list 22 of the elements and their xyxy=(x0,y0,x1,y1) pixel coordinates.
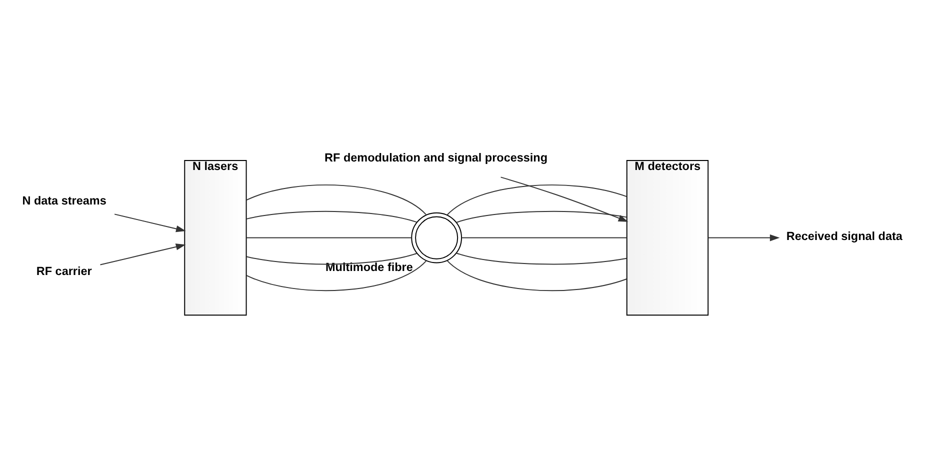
connector xyxy=(246,252,418,264)
connector xyxy=(461,236,628,238)
node-picture xyxy=(411,212,462,263)
connector xyxy=(456,252,628,264)
node-text: Received signal data xyxy=(786,229,902,242)
node-label: Multimode fibre xyxy=(326,260,413,274)
node-box: N lasers xyxy=(184,160,247,316)
connector xyxy=(446,184,628,215)
arrow xyxy=(114,213,186,232)
arrow xyxy=(708,234,780,241)
connector xyxy=(246,260,427,291)
connector xyxy=(246,210,418,222)
node-text: N data streams xyxy=(22,194,106,208)
connector xyxy=(456,210,628,222)
node-text: RF carrier xyxy=(36,264,92,278)
node-box: M detectors xyxy=(626,160,709,316)
connector xyxy=(446,260,628,291)
connector xyxy=(246,236,412,238)
arrow xyxy=(100,243,186,265)
connector xyxy=(246,184,427,215)
node-text: RF demodulation and signal processing xyxy=(324,151,548,164)
arrow xyxy=(500,176,628,222)
